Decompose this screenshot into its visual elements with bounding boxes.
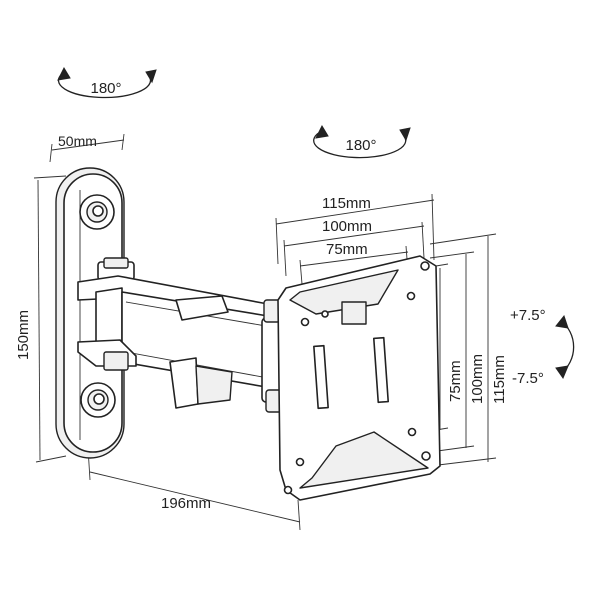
- tilt-arc: [561, 321, 575, 373]
- vesa-v-115-label: 115mm: [491, 355, 508, 404]
- wall-hinge-bottom: [77, 339, 137, 371]
- tilt-up-label: +7.5°: [510, 307, 546, 324]
- wall-plate-top-hole: [79, 194, 115, 230]
- arm-lower-bracket-side: [195, 365, 233, 405]
- vesa-hole: [283, 485, 293, 495]
- vesa-slot-right: [372, 336, 390, 404]
- wall-hinge-top-cap: [97, 257, 135, 281]
- vesa-slot-left: [313, 344, 329, 410]
- tilt-down-label: -7.5°: [512, 370, 544, 387]
- vesa-plate: [277, 255, 441, 501]
- wall-plate-width-dimension: 50mm: [49, 133, 125, 163]
- wall-swivel-arrow-left: [57, 66, 71, 81]
- vesa-plate-bottom-flange: [299, 431, 429, 489]
- vesa-hole: [406, 291, 416, 301]
- wall-plate-bottom-hole: [80, 382, 116, 418]
- wall-plate-height-label: 150mm: [15, 310, 32, 360]
- tilt-arrow-up: [555, 314, 569, 329]
- arm-swivel-arrow-right: [399, 127, 411, 142]
- arm-extension-dimension: 196mm: [87, 447, 301, 531]
- vesa-hole: [321, 310, 329, 318]
- tilt-arrow-down: [555, 365, 569, 380]
- vesa-vertical-dimensions: 75mm 100mm 115mm: [423, 233, 508, 467]
- swivel-arm: [77, 257, 283, 413]
- vesa-horizontal-dimensions: 115mm 100mm 75mm: [275, 193, 435, 285]
- wall-swivel-arc: [57, 73, 152, 99]
- arm-swivel-arrow-left: [315, 124, 329, 139]
- vesa-h-100-label: 100mm: [322, 218, 372, 235]
- vesa-plate-top-flange: [289, 269, 399, 315]
- vesa-v-75-label: 75mm: [447, 360, 464, 402]
- vesa-hole: [420, 261, 430, 271]
- vesa-h-75-label: 75mm: [326, 241, 368, 258]
- wall-plate-height-dimension: 150mm: [15, 175, 67, 463]
- wall-swivel-label: 180°: [90, 80, 121, 97]
- vesa-hole: [295, 457, 305, 467]
- vesa-hole: [300, 317, 310, 327]
- arm-swivel-label: 180°: [345, 137, 376, 154]
- arm-swivel-arc: [313, 131, 407, 159]
- vesa-v-100-label: 100mm: [469, 354, 486, 404]
- wall-plate: [55, 167, 125, 459]
- vesa-plate-outline: [277, 255, 441, 501]
- wall-swivel-arrow-right: [145, 69, 157, 84]
- head-hinge: [261, 299, 283, 413]
- vesa-plate-lock: [341, 301, 367, 325]
- vesa-hole: [407, 427, 417, 437]
- arm-cable-clip: [175, 295, 229, 321]
- arm-extension-label: 196mm: [161, 495, 211, 512]
- arm-swivel-indicator: 180°: [313, 124, 411, 159]
- vesa-h-115-label: 115mm: [322, 195, 371, 212]
- wall-plate-width-label: 50mm: [58, 133, 97, 149]
- arm-lower-bracket: [169, 357, 199, 409]
- tilt-indicator: +7.5° -7.5°: [510, 307, 575, 387]
- wall-swivel-indicator: 180°: [57, 66, 157, 99]
- vesa-hole: [421, 451, 431, 461]
